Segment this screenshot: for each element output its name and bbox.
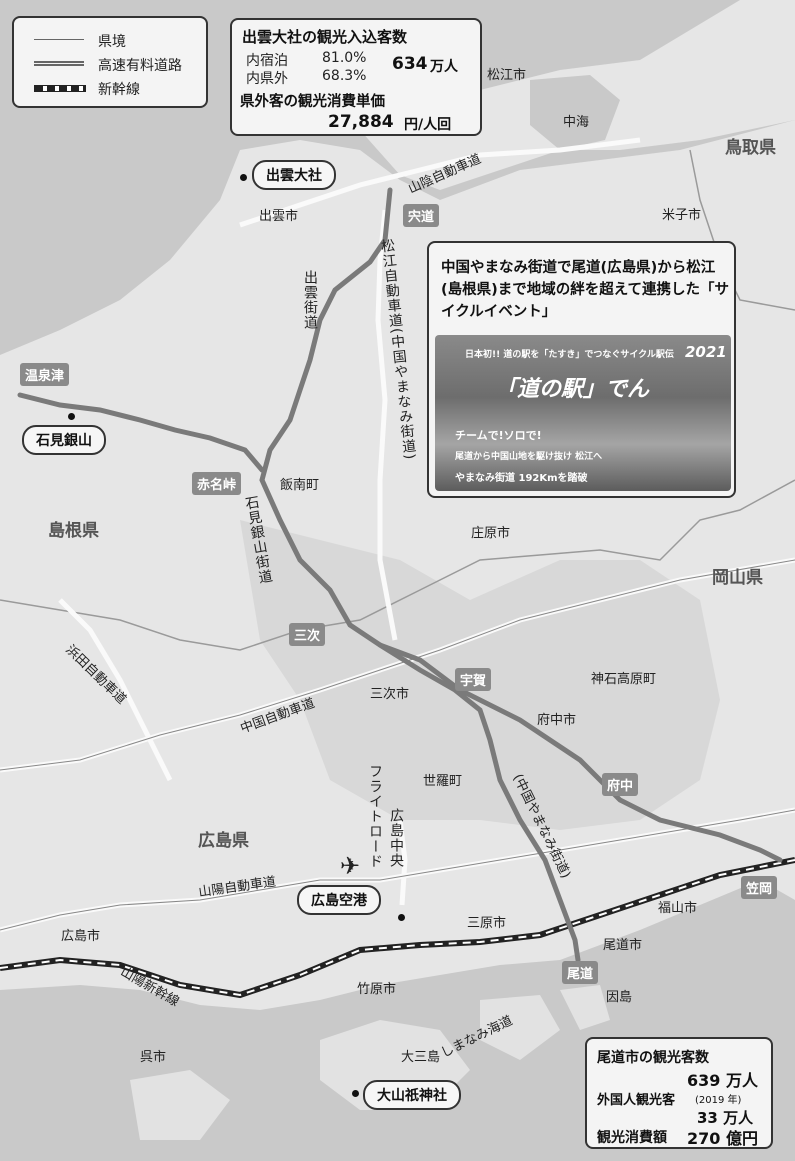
photo-year: 2021 (685, 343, 727, 361)
onomichi-foreign-label: 外国人観光客 (597, 1093, 676, 1108)
legend-row-shinkansen: 新幹線 (26, 76, 206, 100)
legend-border-swatch (34, 39, 84, 40)
onomichi-spend-value: 270 億円 (687, 1129, 758, 1148)
tag-kasaoka: 笠岡 (741, 876, 778, 899)
city-yonago: 米子市 (662, 208, 702, 223)
onomichi-foreign-year: (2019 年) (695, 1095, 742, 1106)
izumo-visitors-num: 634 (392, 54, 428, 74)
landmark-hiroshima-airport: 広島空港 (297, 885, 381, 915)
island-innoshima: 因島 (606, 990, 633, 1005)
tag-miyoshi: 三次 (289, 623, 326, 646)
landmark-oyamazumi: 大山祇神社 (363, 1080, 461, 1110)
onomichi-foreign-value: 33 万人 (697, 1109, 754, 1127)
road-hiroshima-chuo: 広島中央 (388, 808, 404, 868)
onomichi-info-title: 尾道市の観光客数 (597, 1050, 709, 1066)
island-omishima: 大三島 (401, 1050, 441, 1065)
izumo-info-title: 出雲大社の観光入込客数 (242, 28, 408, 46)
town-iinan: 飯南町 (280, 478, 320, 493)
event-text: 中国やまなみ街道で尾道(広島県)から松江(島根県)まで地域の絆を超えて連携した「… (441, 260, 730, 320)
city-mihara: 三原市 (467, 916, 507, 931)
road-flight-road: フライトロード (367, 764, 383, 869)
city-miyoshi: 三次市 (370, 687, 410, 702)
photo-team: チームで!ソロで! (455, 429, 542, 442)
pref-hiroshima: 広島県 (198, 831, 249, 851)
photo-title: 「道の駅」でん (495, 377, 650, 402)
islands (130, 985, 610, 1140)
lake-nakaumi (530, 75, 620, 150)
izumo-info-box: 出雲大社の観光入込客数 内宿泊 81.0% 内県外 68.3% 634 万人 県… (230, 18, 482, 136)
photo-route: 尾道から中国山地を駆け抜け 松江へ (455, 452, 603, 462)
event-photo: 日本初!! 道の駅を「たすき」でつなぐサイクル駅伝 2021 「道の駅」でん チ… (435, 335, 731, 491)
airport-dot (398, 914, 405, 921)
expressway-edges (0, 559, 795, 931)
event-box: 中国やまなみ街道で尾道(広島県)から松江(島根県)まで地域の絆を超えて連携した「… (427, 241, 736, 498)
town-jinsekikogen: 神石高原町 (591, 672, 657, 687)
city-izumo: 出雲市 (259, 209, 299, 224)
pref-okayama: 岡山県 (712, 568, 763, 588)
izumo-spend-unit: 円/人回 (404, 117, 452, 133)
tag-akanamotoge: 赤名峠 (192, 472, 242, 495)
onomichi-visitors: 639 万人 (687, 1071, 758, 1090)
izumo-visitors-unit: 万人 (430, 59, 458, 75)
town-sera: 世羅町 (423, 774, 463, 789)
onomichi-info-box: 尾道市の観光客数 639 万人 外国人観光客 (2019 年) 33 万人 観光… (585, 1037, 773, 1149)
city-onomichi: 尾道市 (603, 938, 643, 953)
airplane-icon: ✈ (340, 852, 361, 880)
lake-nakaumi-label: 中海 (563, 115, 590, 130)
photo-top-text: 日本初!! 道の駅を「たすき」でつなぐサイクル駅伝 (465, 350, 674, 360)
pref-shimane: 島根県 (48, 521, 99, 541)
legend-shinkansen-swatch (34, 85, 86, 92)
city-fukuyama: 福山市 (658, 901, 698, 916)
tag-shinji: 宍道 (403, 204, 440, 227)
city-takehara: 竹原市 (357, 982, 397, 997)
shinkansen-dash (0, 859, 795, 997)
city-matsue: 松江市 (487, 68, 527, 83)
tag-uga: 宇賀 (455, 668, 492, 691)
city-fuchu: 府中市 (537, 713, 577, 728)
izumo-spend-title: 県外客の観光消費単価 (240, 94, 385, 110)
city-kure: 呉市 (140, 1050, 167, 1065)
legend-row-border: 県境 (26, 28, 206, 52)
iwami-ginzan-dot (68, 413, 75, 420)
yamanami-route (17, 187, 783, 963)
legend-shinkansen-label: 新幹線 (98, 82, 140, 98)
legend-row-expressway: 高速有料道路 (26, 52, 206, 76)
pref-tottori: 鳥取県 (725, 138, 776, 158)
legend-expressway-swatch (34, 61, 84, 66)
tag-onsentsu: 温泉津 (20, 363, 70, 386)
prefecture-border (0, 479, 795, 651)
city-shobara: 庄原市 (471, 526, 511, 541)
legend-box: 県境 高速有料道路 新幹線 (12, 16, 208, 108)
izumo-stay-label: 内宿泊 (246, 53, 288, 69)
onomichi-spend-label: 観光消費額 (597, 1130, 667, 1146)
road-izumo-kaido: 出雲街道 (302, 270, 318, 330)
izumo-taisha-dot (240, 174, 247, 181)
oyamazumi-dot (352, 1090, 359, 1097)
izumo-outside-value: 68.3% (322, 68, 367, 84)
tag-fuchu: 府中 (602, 773, 639, 796)
photo-distance: やまなみ街道 192Kmを踏破 (455, 473, 588, 484)
city-hiroshima: 広島市 (61, 929, 101, 944)
izumo-outside-label: 内県外 (246, 71, 288, 87)
tag-onomichi: 尾道 (562, 961, 599, 984)
izumo-stay-value: 81.0% (322, 50, 367, 66)
landmark-iwami-ginzan: 石見銀山 (22, 425, 106, 455)
izumo-spend-num: 27,884 (328, 112, 394, 132)
landmark-izumo-taisha: 出雲大社 (252, 160, 336, 190)
legend-expressway-label: 高速有料道路 (98, 58, 182, 74)
legend-border-label: 県境 (98, 34, 126, 50)
